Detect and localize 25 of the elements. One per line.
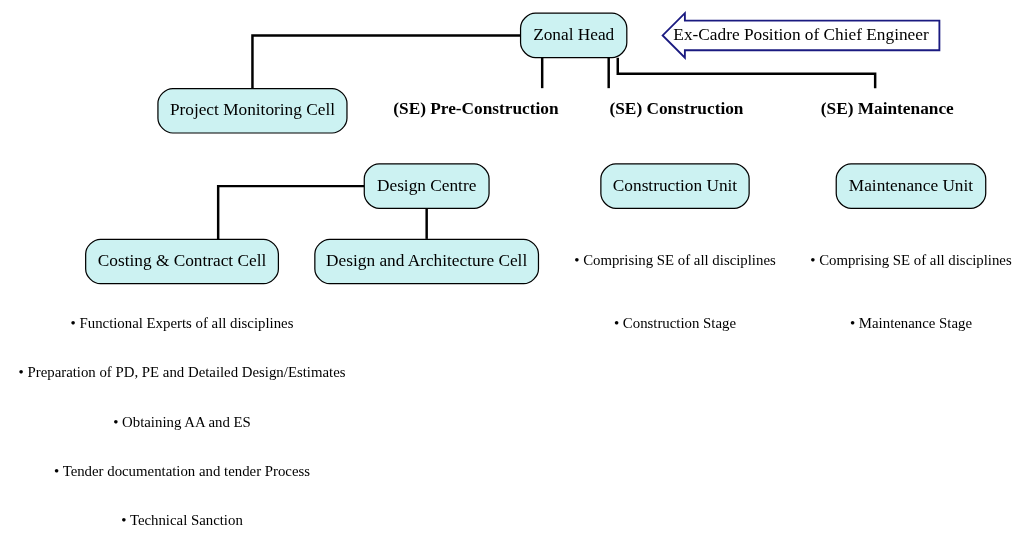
- label: • Comprising SE of all disciplines: [574, 252, 776, 269]
- connector: [216, 184, 365, 239]
- label: • Construction Stage: [613, 314, 737, 331]
- node-box: Zonal Head: [519, 12, 628, 59]
- node-box: Maintenance Unit: [835, 163, 987, 209]
- node-text: (SE) Construction: [609, 99, 744, 119]
- label: • Functional Experts of all disciplines: [70, 314, 294, 331]
- node-box: Design and Architecture Cell: [314, 238, 540, 285]
- label: • Tender documentation and tender Process: [54, 462, 311, 479]
- node-text: (SE) Pre-Construction: [393, 99, 559, 119]
- node-box: Project Monitoring Cell: [157, 87, 348, 134]
- node-label: Ex-Cadre Position of Chief Engineer: [673, 24, 929, 44]
- node-box: Construction Unit: [600, 163, 750, 209]
- connector: [607, 58, 610, 89]
- node-box: Design Centre: [363, 163, 490, 209]
- connector: [540, 58, 544, 89]
- connector: [251, 34, 521, 89]
- node-box: Costing & Contract Cell: [85, 238, 279, 285]
- label: • Preparation of PD, PE and Detailed Design/Estimates: [18, 364, 346, 381]
- label: • Obtaining AA and ES: [113, 413, 251, 430]
- label: • Maintenance Stage: [849, 314, 972, 331]
- label: • Technical Sanction: [121, 512, 243, 529]
- label: • Comprising SE of all disciplines: [810, 252, 1012, 269]
- connector: [425, 208, 428, 239]
- node-text: (SE) Maintenance: [820, 99, 954, 119]
